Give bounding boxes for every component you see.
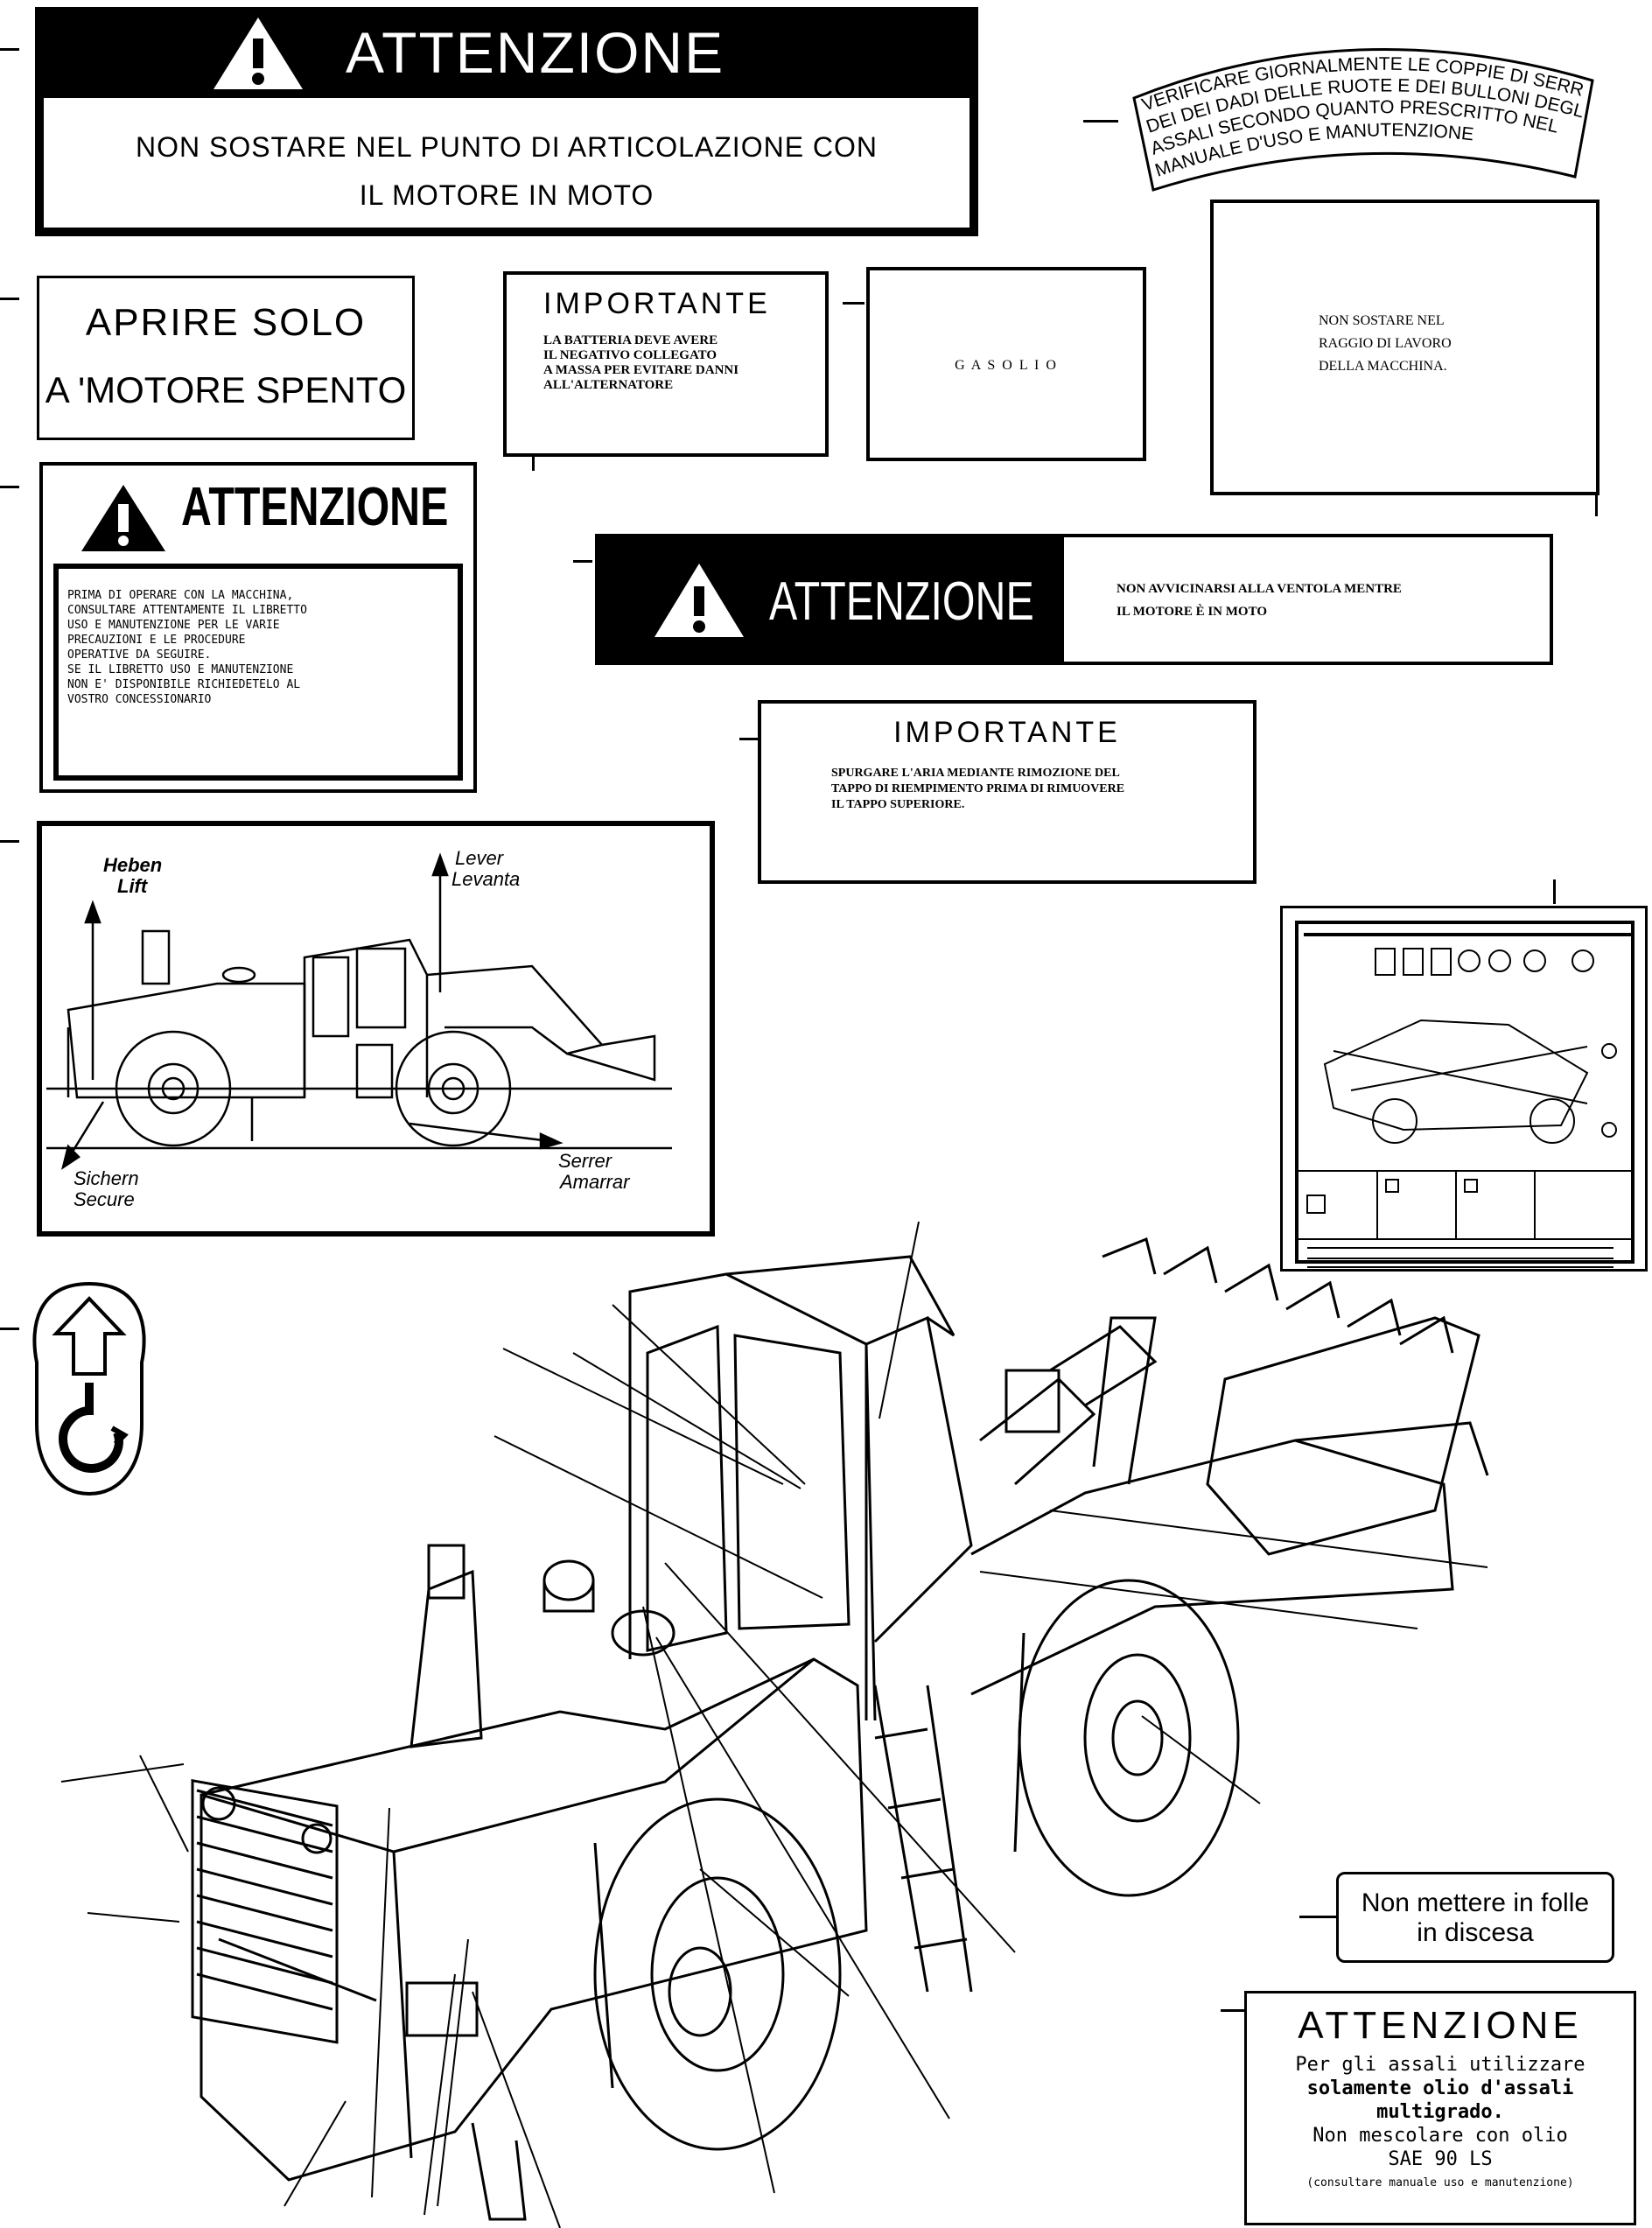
decal-text-line: Non mettere in folle xyxy=(1361,1888,1590,1917)
decal-text-line: Non mescolare con olio xyxy=(1312,2125,1568,2147)
decal-text-line: Per gli assali utilizzare xyxy=(1295,2054,1586,2076)
decal-header: ATTENZIONE xyxy=(769,571,1034,632)
decal-fan-warning: ATTENZIONE NON AVVICINARSI ALLA VENTOLA … xyxy=(595,534,1553,665)
decal-lift-points-diagram: Heben Lift Lever Levanta Sichern Secure … xyxy=(37,821,715,1237)
decal-text-line: CONSULTARE ATTENTAMENTE IL LIBRETTO xyxy=(67,604,307,617)
decal-work-radius: NON SOSTARE NEL RAGGIO DI LAVORO DELLA M… xyxy=(1210,200,1600,495)
decal-text-line: A MASSA PER EVITARE DANNI xyxy=(543,363,739,377)
decal-header: ATTENZIONE xyxy=(181,477,449,537)
lift-hook-icon xyxy=(32,1281,146,1496)
warning-triangle-icon xyxy=(214,18,303,89)
decal-header: ATTENZIONE xyxy=(346,20,725,85)
decal-text-line: SE IL LIBRETTO USO E MANUTENZIONE xyxy=(67,663,294,676)
decal-text-line: in discesa xyxy=(1417,1918,1534,1947)
warning-triangle-icon xyxy=(654,564,744,637)
diagram-label: Lever xyxy=(455,847,504,869)
decal-text-line: DELLA MACCHINA. xyxy=(1319,359,1447,374)
decal-text-line: IL NEGATIVO COLLEGATO xyxy=(543,348,718,362)
decal-text-line: APRIRE SOLO xyxy=(85,301,367,344)
warning-triangle-icon xyxy=(81,485,165,551)
diagram-label: Levanta xyxy=(452,868,521,890)
loader-side-view-drawing xyxy=(46,852,672,1170)
diagram-label: Serrer xyxy=(558,1150,612,1172)
decal-bleed-air-important: IMPORTANTE SPURGARE L'ARIA MEDIANTE RIMO… xyxy=(758,700,1256,884)
decal-axle-oil-warning: ATTENZIONE Per gli assali utilizzare sol… xyxy=(1244,1991,1636,2225)
diagram-label: Sichern xyxy=(74,1167,139,1189)
decal-text-line: (consultare manuale uso e manutenzione) xyxy=(1306,2176,1574,2189)
decal-maintenance-chart xyxy=(1280,906,1648,1272)
decal-text-line: PRECAUZIONI E LE PROCEDURE xyxy=(67,634,246,647)
decal-text-line: solamente olio d'assali xyxy=(1306,2077,1574,2099)
decal-text-line: PRIMA DI OPERARE CON LA MACCHINA, xyxy=(67,589,294,602)
decal-text-line: multigrado. xyxy=(1376,2101,1504,2123)
diagram-label: Heben xyxy=(103,854,163,876)
decal-manual-warning: ATTENZIONE PRIMA DI OPERARE CON LA MACCH… xyxy=(39,462,477,793)
decal-text-line: IL MOTORE IN MOTO xyxy=(359,179,654,211)
decal-text-line: NON E' DISPONIBILE RICHIEDETELO AL xyxy=(67,678,301,691)
decal-no-neutral-downhill: Non mettere in folle in discesa xyxy=(1336,1872,1614,1963)
decal-text-line: A 'MOTORE SPENTO xyxy=(45,369,407,410)
diagram-label: Secure xyxy=(74,1188,135,1210)
decal-text-line: NON AVVICINARSI ALLA VENTOLA MENTRE xyxy=(1116,582,1402,596)
decal-header: ATTENZIONE xyxy=(1298,2004,1583,2047)
decal-text-line: IL MOTORE È IN MOTO xyxy=(1116,605,1267,619)
decal-diesel: G A S O L I O xyxy=(866,267,1146,461)
decal-text-line: TAPPO DI RIEMPIMENTO PRIMA DI RIMUOVERE xyxy=(831,782,1125,795)
decal-text-line: SAE 90 LS xyxy=(1388,2148,1493,2170)
decal-text-line: SPURGARE L'ARIA MEDIANTE RIMOZIONE DEL xyxy=(831,767,1120,780)
decal-text-line: USO E MANUTENZIONE PER LE VARIE xyxy=(67,619,280,632)
decal-text-line: ALL'ALTERNATORE xyxy=(543,378,674,392)
decal-text-line: LA BATTERIA DEVE AVERE xyxy=(543,333,718,347)
decal-text-line: NON SOSTARE NEL PUNTO DI ARTICOLAZIONE C… xyxy=(135,131,878,163)
maintenance-chart-drawing xyxy=(1298,948,1631,1268)
wheel-loader-drawing xyxy=(60,1222,1489,2228)
decal-torque-check-curved: VERIFICARE GIORNALMENTE LE COPPIE DI SER… xyxy=(1118,46,1594,192)
decal-text-line: IL TAPPO SUPERIORE. xyxy=(831,798,965,811)
diagram-label: Lift xyxy=(117,875,148,897)
decal-header: IMPORTANTE xyxy=(893,716,1121,749)
decal-header: IMPORTANTE xyxy=(543,287,771,320)
decal-text: G A S O L I O xyxy=(955,358,1058,373)
decal-text-line: VOSTRO CONCESSIONARIO xyxy=(67,693,212,706)
decal-text-line: OPERATIVE DA SEGUIRE. xyxy=(67,648,212,662)
diagram-label: Amarrar xyxy=(560,1171,630,1193)
decal-battery-important: IMPORTANTE LA BATTERIA DEVE AVERE IL NEG… xyxy=(503,271,829,457)
decal-text-line: RAGGIO DI LAVORO xyxy=(1319,336,1452,351)
decal-articulation-warning: ATTENZIONE NON SOSTARE NEL PUNTO DI ARTI… xyxy=(35,7,978,236)
decal-text-line: NON SOSTARE NEL xyxy=(1319,313,1445,328)
decal-open-engine-off: APRIRE SOLO A 'MOTORE SPENTO xyxy=(37,276,415,440)
